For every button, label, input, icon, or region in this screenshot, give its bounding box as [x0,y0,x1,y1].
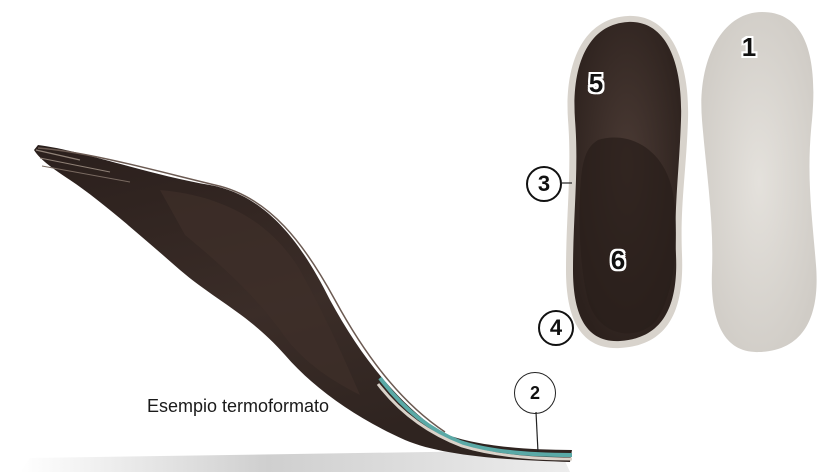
callout-6: 6 [603,243,633,277]
callout-4: 4 [538,310,574,346]
callout-2: 2 [514,372,556,414]
callout-2-leader [532,412,544,454]
callout-3: 3 [526,166,562,202]
caption-label: Esempio termoformato [147,396,329,417]
callout-3-leader [560,180,574,186]
callout-1: 1 [734,30,764,64]
callout-5: 5 [581,66,611,100]
